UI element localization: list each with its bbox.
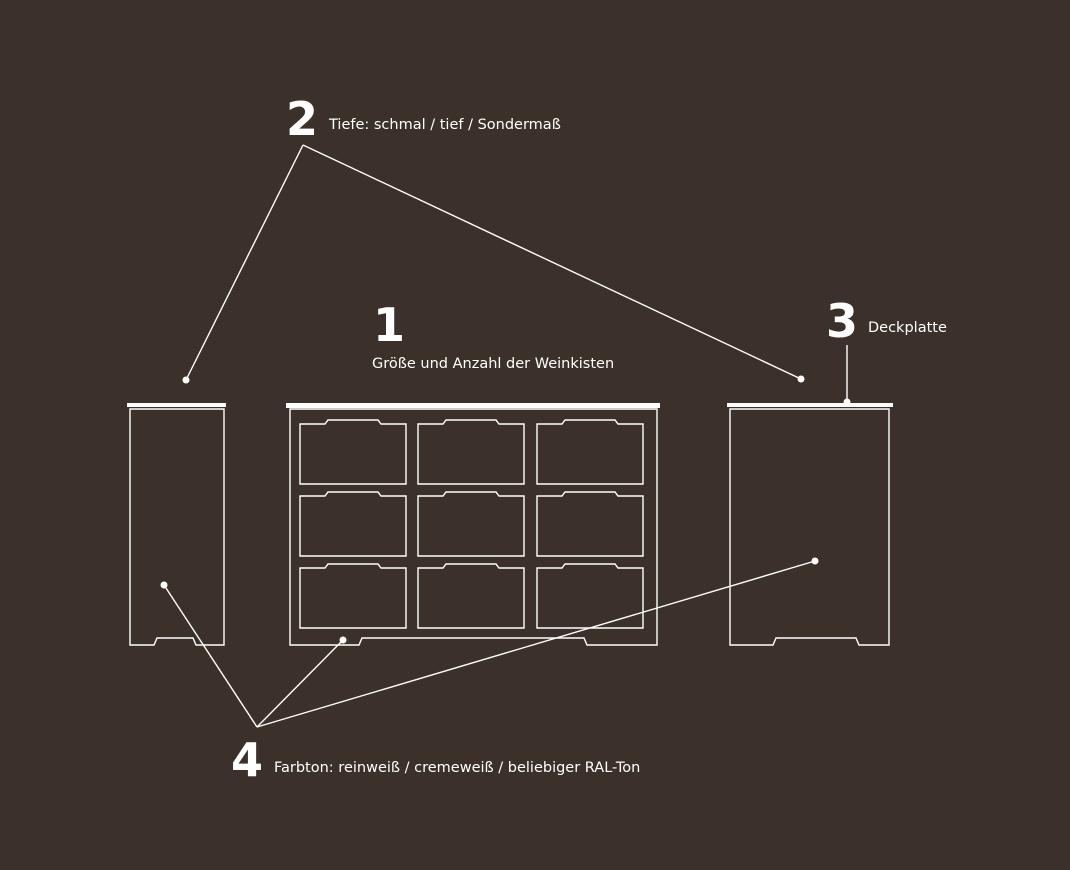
dot-left-body bbox=[160, 581, 168, 589]
leader-4-right bbox=[256, 560, 816, 728]
dot-deckplatte bbox=[843, 398, 851, 406]
wine-crate-r2-c2 bbox=[417, 491, 525, 557]
wine-crate-r1-c3 bbox=[536, 419, 644, 485]
wine-crate-r1-c2 bbox=[417, 419, 525, 485]
callout-2-number: 2 bbox=[286, 92, 319, 146]
callout-2-text: Tiefe: schmal / tief / Sondermaß bbox=[329, 117, 561, 133]
right-body-outline bbox=[729, 408, 890, 646]
leader-dots bbox=[160, 375, 851, 644]
dot-left-top bbox=[182, 376, 190, 384]
callout-1-number: 1 bbox=[373, 298, 406, 352]
wine-crate-r3-c1 bbox=[299, 563, 407, 629]
left-top-plate bbox=[127, 403, 226, 407]
front-body-outline bbox=[289, 408, 658, 646]
dot-right-top bbox=[797, 375, 805, 383]
dot-right-body bbox=[811, 557, 819, 565]
left-body-outline bbox=[129, 408, 225, 646]
dot-front-body bbox=[339, 636, 347, 644]
front-view bbox=[286, 403, 660, 646]
leader-2-right bbox=[302, 144, 802, 380]
callout-4-text: Farbton: reinweiß / cremeweiß / beliebig… bbox=[274, 760, 641, 776]
wine-crate-r2-c3 bbox=[536, 491, 644, 557]
wine-crate-r3-c3 bbox=[536, 563, 644, 629]
callout-4-number: 4 bbox=[231, 733, 264, 787]
leader-4-left bbox=[163, 584, 258, 728]
wine-crates bbox=[299, 419, 644, 629]
right-top-plate bbox=[727, 403, 893, 407]
front-top-plate bbox=[286, 403, 660, 408]
leader-4-front bbox=[256, 639, 344, 728]
leader-2-left bbox=[185, 144, 304, 381]
leader-lines bbox=[163, 144, 848, 728]
wine-crate-r1-c1 bbox=[299, 419, 407, 485]
callout-3-text: Deckplatte bbox=[868, 320, 947, 336]
callout-3-number: 3 bbox=[826, 294, 859, 348]
callout-1-text: Größe und Anzahl der Weinkisten bbox=[372, 356, 615, 372]
left-side-view bbox=[127, 403, 226, 646]
wine-crate-r3-c2 bbox=[417, 563, 525, 629]
right-side-view bbox=[727, 403, 893, 646]
wine-crate-r2-c1 bbox=[299, 491, 407, 557]
